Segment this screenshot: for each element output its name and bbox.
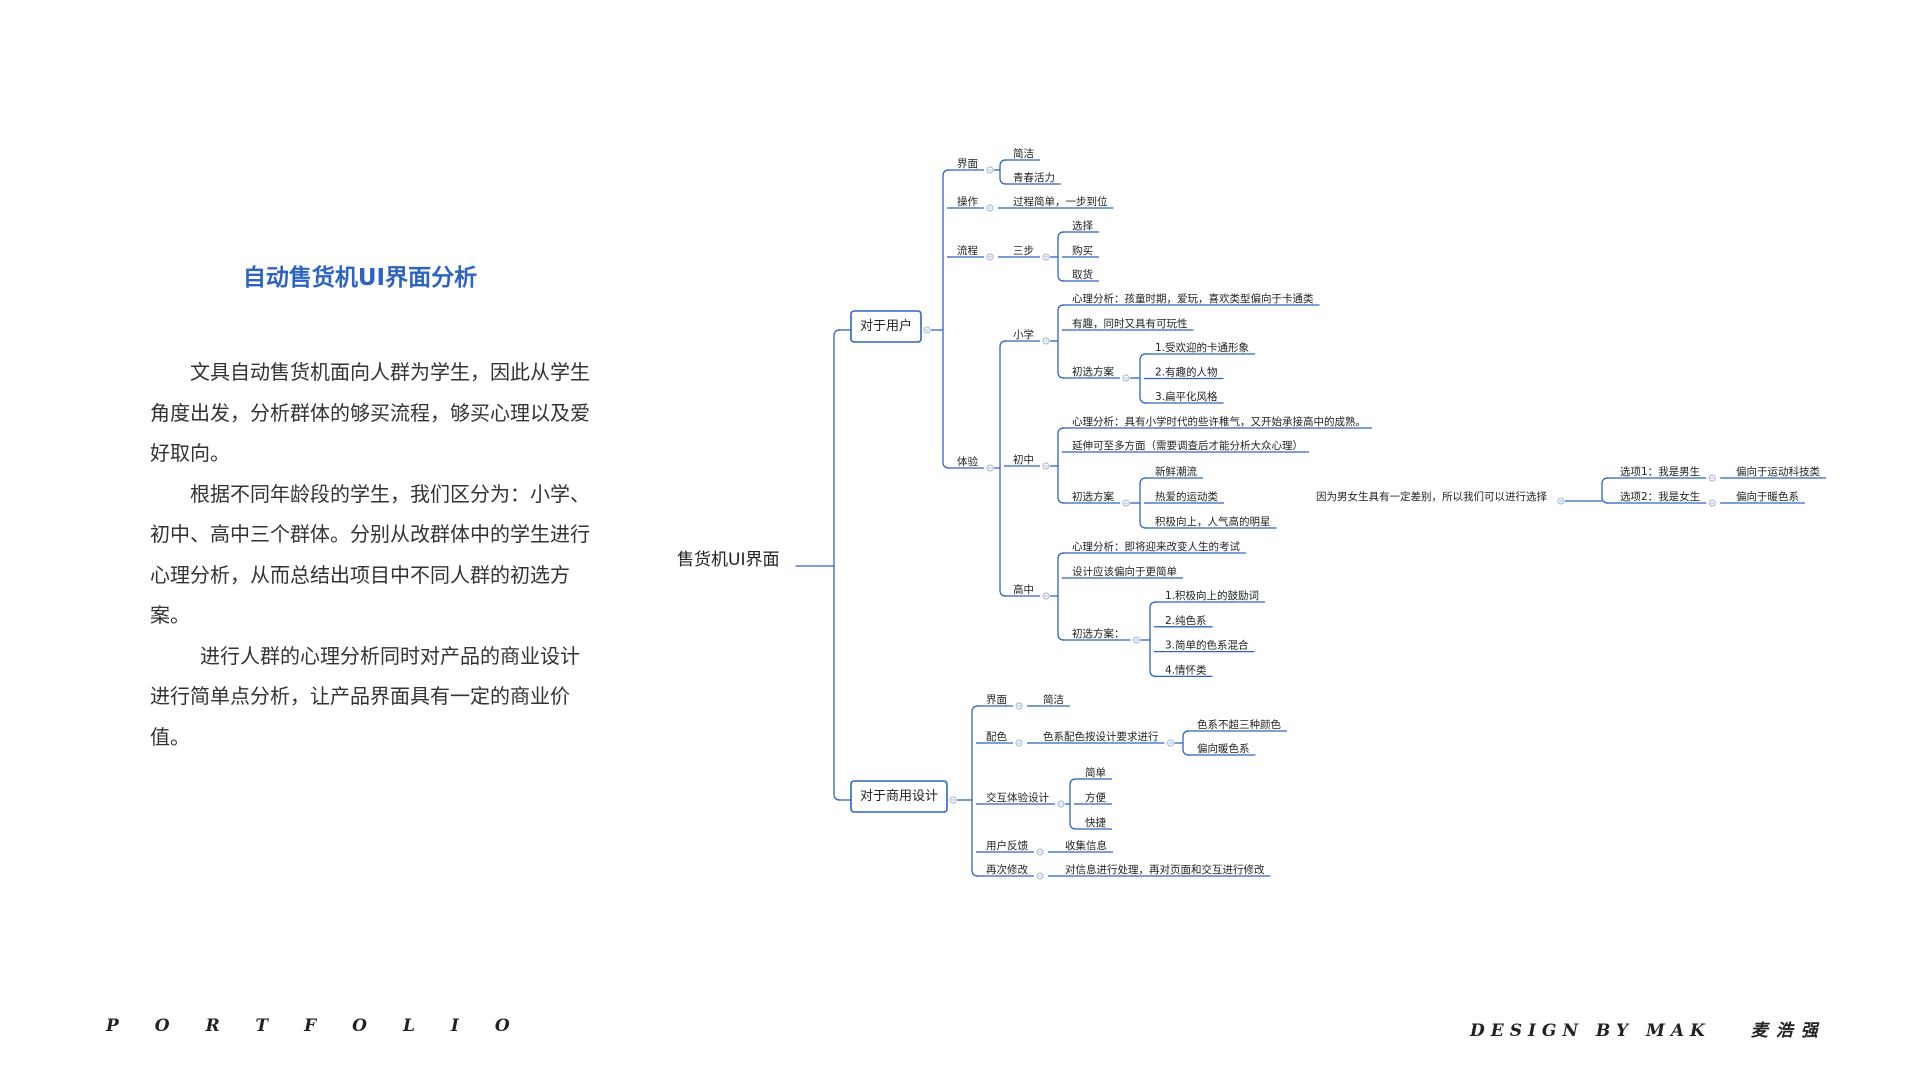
- biz-interaction-item-3: 快捷: [1085, 816, 1107, 829]
- primary-plan-item-1: 1.受欢迎的卡通形象: [1155, 341, 1249, 354]
- high-plan-curve: [1149, 670, 1157, 678]
- middle-plan-item-2: 热爱的运动类: [1155, 490, 1218, 503]
- biz-revise-item: 对信息进行处理，再对页面和交互进行修改: [1065, 863, 1265, 876]
- node-middle-school: 初中: [1013, 453, 1034, 466]
- primary-psych: 心理分析：孩童时期，爱玩，喜欢类型偏向于卡通类: [1072, 292, 1314, 305]
- middle-plan-item-3: 积极向上，人气高的明星: [1155, 515, 1271, 528]
- primary-fun: 有趣，同时又具有可玩性: [1072, 317, 1188, 330]
- primary-plan-curve: [1139, 353, 1147, 361]
- description: 文具自动售货机面向人群为学生，因此从学生角度出发，分析群体的够买流程，够买心理以…: [150, 352, 590, 757]
- biz-color-sub-curve: [1182, 748, 1190, 756]
- biz-ui: 界面: [986, 694, 1007, 706]
- biz-interaction-item-2: 方便: [1085, 791, 1107, 804]
- footer-signature: 麦浩强: [1750, 1021, 1826, 1041]
- middle-plan-curve: [1139, 521, 1147, 529]
- option-1-result: 偏向于运动科技类: [1736, 465, 1820, 478]
- experience-curve: [999, 589, 1007, 597]
- flow-steps-curve: [1057, 274, 1065, 282]
- middle-psych: 心理分析：具有小学时代的些许稚气，又开始承接高中的成熟。: [1072, 415, 1366, 428]
- ui-curve: [999, 177, 1007, 185]
- biz-interaction-curve: [1069, 778, 1077, 786]
- option-2-result: 偏向于暖色系: [1736, 490, 1799, 503]
- node-flow: 流程: [957, 244, 978, 257]
- biz-feedback-item: 收集信息: [1065, 839, 1107, 852]
- node-for-users-box: [850, 310, 922, 343]
- experience-curve: [999, 340, 1007, 348]
- operation-item: 过程简单，一步到位: [1013, 195, 1108, 208]
- flow-step-3: 取货: [1072, 268, 1093, 281]
- biz-color-item-1: 色系不超三种颜色: [1197, 718, 1281, 731]
- node-ui: 界面: [957, 158, 978, 170]
- user-curve: [942, 461, 950, 469]
- middle-plan: 初选方案: [1072, 490, 1114, 503]
- node-for-business-box: [850, 780, 948, 813]
- biz-color: 配色: [986, 730, 1007, 743]
- node-high-school: 高中: [1013, 583, 1034, 596]
- high-plan-item-2: 2.纯色系: [1165, 614, 1207, 627]
- middle-curve: [1057, 427, 1065, 435]
- node-flow-three-steps: 三步: [1013, 245, 1034, 257]
- middle-extension: 延伸可至多方面（需要调查后才能分析大众心理）: [1072, 439, 1303, 452]
- node-for-business: 对于商用设计: [860, 789, 938, 804]
- gender-options-curve: [1601, 477, 1609, 485]
- description-paragraph-1: 文具自动售货机面向人群为学生，因此从学生角度出发，分析群体的够买流程，够买心理以…: [150, 360, 590, 465]
- primary-plan-curve: [1139, 396, 1147, 404]
- high-design: 设计应该偏向于更简单: [1072, 565, 1177, 578]
- biz-ui-item: 简洁: [1043, 693, 1064, 706]
- middle-plan-curve: [1139, 477, 1147, 485]
- description-paragraph-2: 根据不同年龄段的学生，我们区分为：小学、初中、高中三个群体。分别从改群体中的学生…: [150, 481, 590, 628]
- high-plan-item-4: 4.情怀类: [1165, 663, 1207, 676]
- high-curve: [1057, 633, 1065, 641]
- ui-item-2: 青春活力: [1013, 171, 1055, 184]
- biz-curve: [971, 869, 979, 877]
- user-curve: [942, 169, 950, 177]
- mindmap-edges: [795, 159, 1826, 877]
- description-paragraph-3: 进行人群的心理分析同时对产品的商业设计进行简单点分析，让产品界面具有一定的商业价…: [150, 643, 580, 749]
- ui-curve: [999, 159, 1007, 167]
- flow-step-2: 购买: [1072, 244, 1093, 257]
- primary-plan: 初选方案: [1072, 365, 1114, 378]
- footer-portfolio: PORTFOLIO: [106, 1016, 546, 1036]
- biz-curve: [971, 705, 979, 713]
- gender-note: 因为男女生具有一定差别，所以我们可以进行选择: [1316, 490, 1547, 503]
- biz-color-item-2: 偏向暖色系: [1197, 742, 1250, 755]
- gender-options-curve: [1601, 496, 1609, 504]
- high-plan: 初选方案：: [1072, 627, 1125, 640]
- primary-curve: [1057, 371, 1065, 379]
- root-curve: [833, 329, 841, 337]
- option-2: 选项2：我是女生: [1620, 490, 1700, 503]
- primary-curve: [1057, 304, 1065, 312]
- high-psych: 心理分析：即将迎来改变人生的考试: [1072, 540, 1240, 553]
- node-experience: 体验: [957, 455, 978, 468]
- root-node: 售货机UI界面: [677, 550, 779, 570]
- node-for-users: 对于用户: [860, 318, 912, 334]
- flow-steps-curve: [1057, 231, 1065, 239]
- biz-interaction-curve: [1069, 822, 1077, 830]
- biz-interaction-item-1: 简单: [1085, 766, 1106, 779]
- node-primary-school: 小学: [1013, 328, 1034, 341]
- mindmap-nodes: 售货机UI界面对于用户对于商用设计界面操作流程体验简洁青春活力过程简单，一步到位…: [677, 147, 1820, 880]
- page-title: 自动售货机UI界面分析: [242, 265, 478, 291]
- primary-plan-item-2: 2.有趣的人物: [1155, 366, 1218, 379]
- high-plan-curve: [1149, 601, 1157, 609]
- primary-plan-item-3: 3.扁平化风格: [1155, 390, 1218, 403]
- ui-item-1: 简洁: [1013, 147, 1034, 160]
- biz-color-sub: 色系配色按设计要求进行: [1043, 730, 1159, 743]
- middle-curve: [1057, 496, 1065, 504]
- node-operation: 操作: [957, 195, 978, 208]
- root-curve: [833, 793, 841, 801]
- biz-color-sub-curve: [1182, 730, 1190, 738]
- high-curve: [1057, 552, 1065, 560]
- flow-step-1: 选择: [1072, 219, 1094, 232]
- middle-plan-item-1: 新鲜潮流: [1155, 465, 1197, 478]
- biz-interaction: 交互体验设计: [986, 791, 1049, 804]
- biz-revise: 再次修改: [986, 863, 1028, 876]
- option-1: 选项1：我是男生: [1620, 465, 1700, 478]
- footer-design-by: DESIGN BY MAK: [1470, 1021, 1711, 1041]
- footer-credit: DESIGN BY MAK 麦浩强: [1470, 1016, 1826, 1041]
- high-plan-item-1: 1.积极向上的鼓励词: [1165, 589, 1259, 602]
- high-plan-item-3: 3.简单的色系混合: [1165, 639, 1249, 652]
- biz-feedback: 用户反馈: [986, 839, 1028, 852]
